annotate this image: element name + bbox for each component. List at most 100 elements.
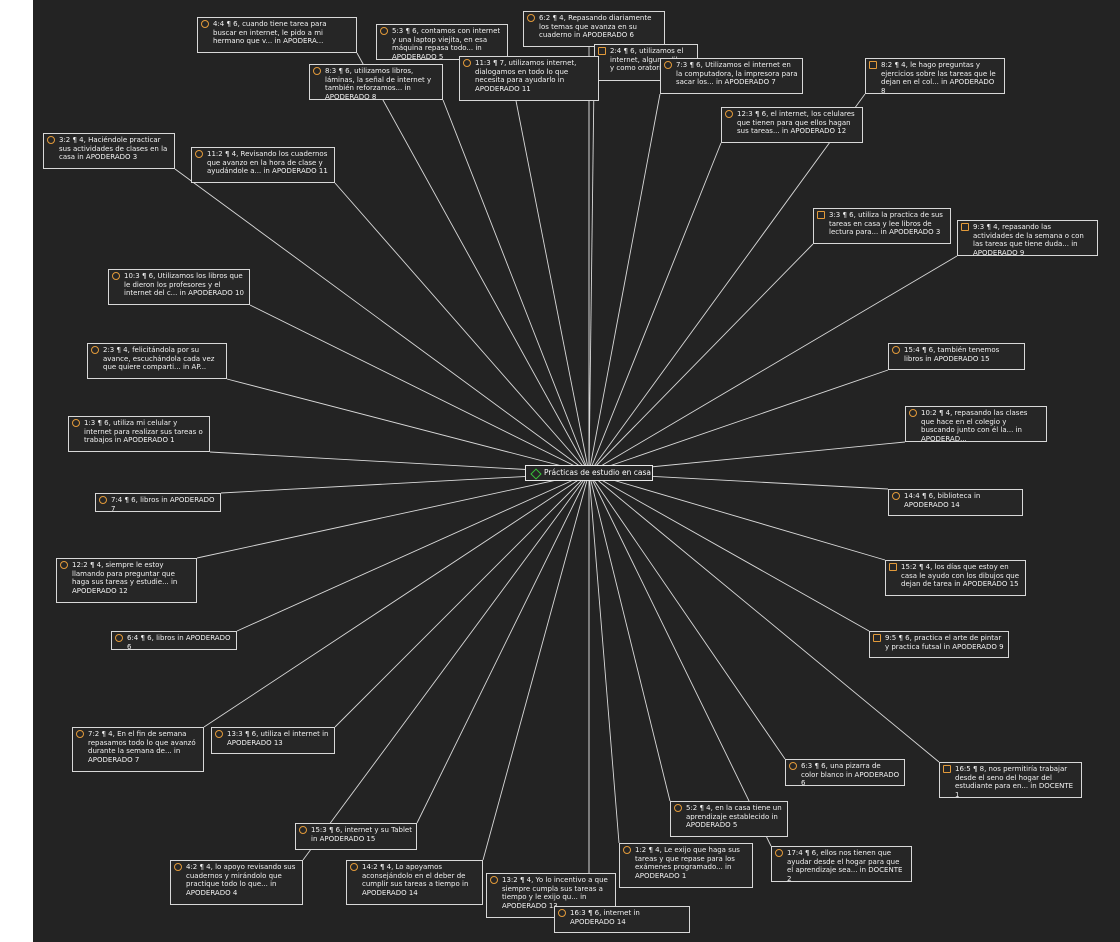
center-label: Prácticas de estudio en casa — [544, 468, 651, 477]
quotation-icon — [664, 61, 672, 69]
node-11-2[interactable]: 11:2 ¶ 4, Revisando los cuadernos que av… — [191, 147, 335, 183]
node-13-3[interactable]: 13:3 ¶ 6, utiliza el internet in APODERA… — [211, 727, 335, 754]
node-6-2[interactable]: 6:2 ¶ 4, Repasando diariamente los temas… — [523, 11, 665, 47]
connector-line — [588, 142, 722, 474]
network-canvas: 4:4 ¶ 6, cuando tiene tarea para buscar … — [33, 0, 1120, 942]
connector-line — [174, 168, 590, 474]
node-14-2[interactable]: 14:2 ¶ 4, Lo apoyamos aconsejándolo en e… — [346, 860, 483, 905]
node-3-2[interactable]: 3:2 ¶ 4, Haciéndole practicar sus activi… — [43, 133, 175, 169]
node-12-3[interactable]: 12:3 ¶ 6, el internet, los celulares que… — [721, 107, 863, 143]
connector-line — [226, 378, 590, 474]
node-8-2[interactable]: 8:2 ¶ 4, le hago preguntas y ejercicios … — [865, 58, 1005, 94]
quotation-icon — [174, 863, 182, 871]
node-9-3[interactable]: 9:3 ¶ 4, repasando las actividades de la… — [957, 220, 1098, 256]
quotation-icon — [943, 765, 951, 773]
quotation-icon — [72, 419, 80, 427]
node-15-2[interactable]: 15:2 ¶ 4, los días que estoy en casa le … — [885, 560, 1026, 596]
quotation-icon — [789, 762, 797, 770]
connector-line — [588, 255, 958, 474]
connector-line — [588, 369, 889, 474]
node-3-3[interactable]: 3:3 ¶ 6, utiliza la practica de sus tare… — [813, 208, 951, 244]
node-16-5[interactable]: 16:5 ¶ 8, nos permitiría trabajar desde … — [939, 762, 1082, 798]
quotation-icon — [350, 863, 358, 871]
node-2-3[interactable]: 2:3 ¶ 4, felicitándola por su avance, es… — [87, 343, 227, 379]
quotation-icon — [47, 136, 55, 144]
connector-line — [588, 93, 661, 474]
node-1-3[interactable]: 1:3 ¶ 6, utiliza mi celular y internet p… — [68, 416, 210, 452]
quotation-icon — [892, 492, 900, 500]
quotation-icon — [112, 272, 120, 280]
connector-line — [588, 472, 671, 802]
quotation-icon — [99, 496, 107, 504]
quotation-icon — [527, 14, 535, 22]
quotation-icon — [889, 563, 897, 571]
connector-line — [249, 304, 590, 474]
connector-line — [507, 59, 590, 474]
node-4-4[interactable]: 4:4 ¶ 6, cuando tiene tarea para buscar … — [197, 17, 357, 53]
quotation-icon — [892, 346, 900, 354]
quotation-icon — [115, 634, 123, 642]
connector-line — [203, 472, 590, 728]
node-4-2[interactable]: 4:2 ¶ 4, lo apoyo revisando sus cuaderno… — [170, 860, 303, 905]
node-7-2[interactable]: 7:2 ¶ 4, En el fin de semana repasamos t… — [72, 727, 204, 772]
connector-line — [588, 472, 940, 763]
quotation-icon — [623, 846, 631, 854]
node-5-2[interactable]: 5:2 ¶ 4, en la casa tiene un aprendizaje… — [670, 801, 788, 837]
quotation-icon — [60, 561, 68, 569]
connector-line — [302, 472, 590, 861]
node-6-3[interactable]: 6:3 ¶ 6, una pizarra de color blanco in … — [785, 759, 905, 786]
node-8-3[interactable]: 8:3 ¶ 6, utilizamos libros, láminas, la … — [309, 64, 443, 100]
node-10-2[interactable]: 10:2 ¶ 4, repasando las clases que hace … — [905, 406, 1047, 442]
node-7-3[interactable]: 7:3 ¶ 6, Utilizamos el internet en la co… — [660, 58, 803, 94]
quotation-icon — [961, 223, 969, 231]
quotation-icon — [463, 59, 471, 67]
connector-line — [196, 472, 590, 559]
code-icon — [530, 468, 542, 480]
node-16-3[interactable]: 16:3 ¶ 6, internet in APODERADO 14 — [554, 906, 690, 933]
node-15-3[interactable]: 15:3 ¶ 6, internet y su Tablet in APODER… — [295, 823, 417, 850]
quotation-icon — [313, 67, 321, 75]
quotation-icon — [725, 110, 733, 118]
connector-line — [588, 80, 595, 474]
quotation-icon — [299, 826, 307, 834]
node-6-4[interactable]: 6:4 ¶ 6, libros in APODERADO 6 — [111, 631, 237, 650]
node-15-4[interactable]: 15:4 ¶ 6, también tenemos libros in APOD… — [888, 343, 1025, 370]
node-1-2[interactable]: 1:2 ¶ 4, Le exijo que haga sus tareas y … — [619, 843, 753, 888]
connector-line — [442, 99, 590, 474]
quotation-icon — [91, 346, 99, 354]
node-9-5[interactable]: 9:5 ¶ 6, practica el arte de pintar y pr… — [869, 631, 1009, 658]
connector-line — [588, 472, 772, 847]
quotation-icon — [817, 211, 825, 219]
node-11-3[interactable]: 11:3 ¶ 7, utilizamos internet, dialogamo… — [459, 56, 599, 101]
connector-line — [588, 243, 814, 474]
connector-line — [356, 52, 590, 474]
connector-line — [588, 472, 620, 844]
connector-line — [236, 472, 590, 632]
connector-line — [588, 93, 866, 474]
node-14-4[interactable]: 14:4 ¶ 6, biblioteca in APODERADO 14 — [888, 489, 1023, 516]
quotation-icon — [558, 909, 566, 917]
connector-line — [588, 472, 886, 561]
connector-line — [482, 472, 590, 861]
node-10-3[interactable]: 10:3 ¶ 6, Utilizamos los libros que le d… — [108, 269, 250, 305]
node-5-3[interactable]: 5:3 ¶ 6, contamos con internet y una lap… — [376, 24, 508, 60]
connector-line — [588, 472, 786, 760]
node-12-2[interactable]: 12:2 ¶ 4, siempre le estoy llamando para… — [56, 558, 197, 603]
quotation-icon — [674, 804, 682, 812]
quotation-icon — [598, 47, 606, 55]
quotation-icon — [775, 849, 783, 857]
quotation-icon — [195, 150, 203, 158]
link-layer — [174, 47, 958, 906]
quotation-icon — [869, 61, 877, 69]
quotation-icon — [490, 876, 498, 884]
quotation-icon — [380, 27, 388, 35]
connector-line — [334, 182, 590, 474]
center-node[interactable]: Prácticas de estudio en casa — [525, 465, 653, 481]
quotation-icon — [76, 730, 84, 738]
node-17-4[interactable]: 17:4 ¶ 6, ellos nos tienen que ayudar de… — [771, 846, 912, 882]
quotation-icon — [909, 409, 917, 417]
connector-line — [588, 472, 870, 632]
quotation-icon — [201, 20, 209, 28]
quotation-icon — [873, 634, 881, 642]
node-7-4[interactable]: 7:4 ¶ 6, libros in APODERADO 7 — [95, 493, 221, 512]
